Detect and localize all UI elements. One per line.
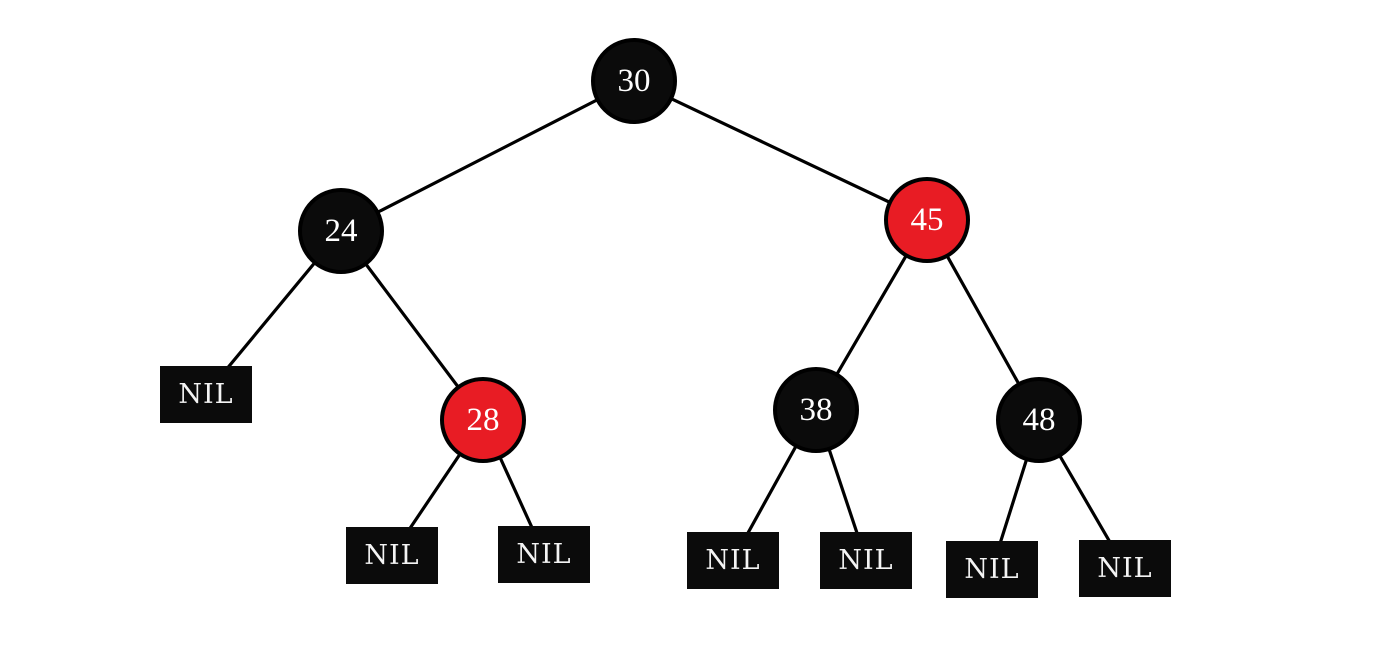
edge-30-45: [632, 79, 929, 222]
tree-node-30: 30: [591, 38, 677, 124]
nil-leaf-label: NIL: [516, 539, 572, 570]
node-label-30: 30: [617, 62, 651, 99]
nil-leaf-3: NIL: [498, 526, 590, 583]
node-label-38: 38: [799, 391, 833, 428]
tree-node-45: 45: [884, 177, 970, 263]
nil-leaf-4: NIL: [687, 532, 779, 589]
nil-leaf-label: NIL: [1097, 553, 1153, 584]
tree-node-24: 24: [298, 188, 384, 274]
nil-leaf-label: NIL: [705, 545, 761, 576]
tree-node-48: 48: [996, 377, 1082, 463]
node-label-24: 24: [324, 212, 358, 249]
node-label-28: 28: [466, 401, 500, 438]
nil-leaf-6: NIL: [946, 541, 1038, 598]
tree-node-28: 28: [440, 377, 526, 463]
nil-leaf-2: NIL: [346, 527, 438, 584]
nil-leaf-1: NIL: [160, 366, 252, 423]
node-label-48: 48: [1022, 401, 1056, 438]
nil-leaf-label: NIL: [364, 540, 420, 571]
tree-node-38: 38: [773, 367, 859, 453]
nil-leaf-5: NIL: [820, 532, 912, 589]
node-label-45: 45: [910, 201, 944, 238]
nil-leaf-label: NIL: [964, 554, 1020, 585]
nil-leaf-7: NIL: [1079, 540, 1171, 597]
edge-30-24: [339, 79, 636, 233]
nil-leaf-label: NIL: [838, 545, 894, 576]
nil-leaf-label: NIL: [178, 379, 234, 410]
